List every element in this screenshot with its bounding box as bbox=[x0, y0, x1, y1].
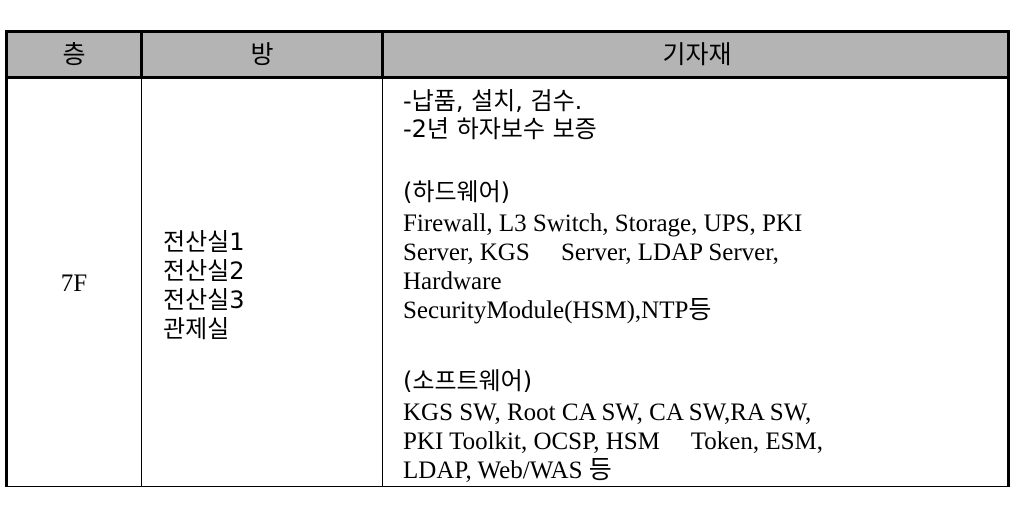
room-item: 전산실1 bbox=[163, 228, 245, 256]
room-item: 전산실3 bbox=[163, 286, 245, 314]
room-item: 전산실2 bbox=[163, 257, 245, 285]
column-divider bbox=[382, 33, 383, 486]
software-line: LDAP, Web/WAS 등 bbox=[403, 457, 612, 484]
room-item: 관제실 bbox=[163, 315, 230, 343]
equipment-intro-line: -납품, 설치, 검수. bbox=[403, 87, 583, 115]
hardware-line: Firewall, L3 Switch, Storage, UPS, PKI bbox=[403, 210, 803, 237]
column-divider bbox=[141, 33, 142, 486]
header-equipment: 기자재 bbox=[662, 40, 732, 69]
software-line: KGS SW, Root CA SW, CA SW,RA SW, bbox=[403, 399, 812, 426]
software-title: (소프트웨어) bbox=[403, 367, 533, 395]
equipment-intro-line: -2년 하자보수 보증 bbox=[403, 115, 597, 143]
header-floor: 층 bbox=[62, 40, 86, 69]
floor-cell: 7F bbox=[60, 270, 88, 297]
hardware-line: SecurityModule(HSM),NTP등 bbox=[403, 297, 712, 324]
hardware-line: Hardware bbox=[403, 268, 502, 295]
table-header-row bbox=[8, 33, 1007, 79]
header-room: 방 bbox=[250, 40, 274, 69]
hardware-title: (하드웨어) bbox=[403, 178, 511, 206]
equipment-table: 층 방 기자재 7F 전산실1 전산실2 전산실3 관제실 -납품, 설치, 검… bbox=[5, 30, 1010, 487]
software-line: PKI Toolkit, OCSP, HSM Token, ESM, bbox=[403, 428, 823, 455]
hardware-line: Server, KGS Server, LDAP Server, bbox=[403, 239, 779, 266]
